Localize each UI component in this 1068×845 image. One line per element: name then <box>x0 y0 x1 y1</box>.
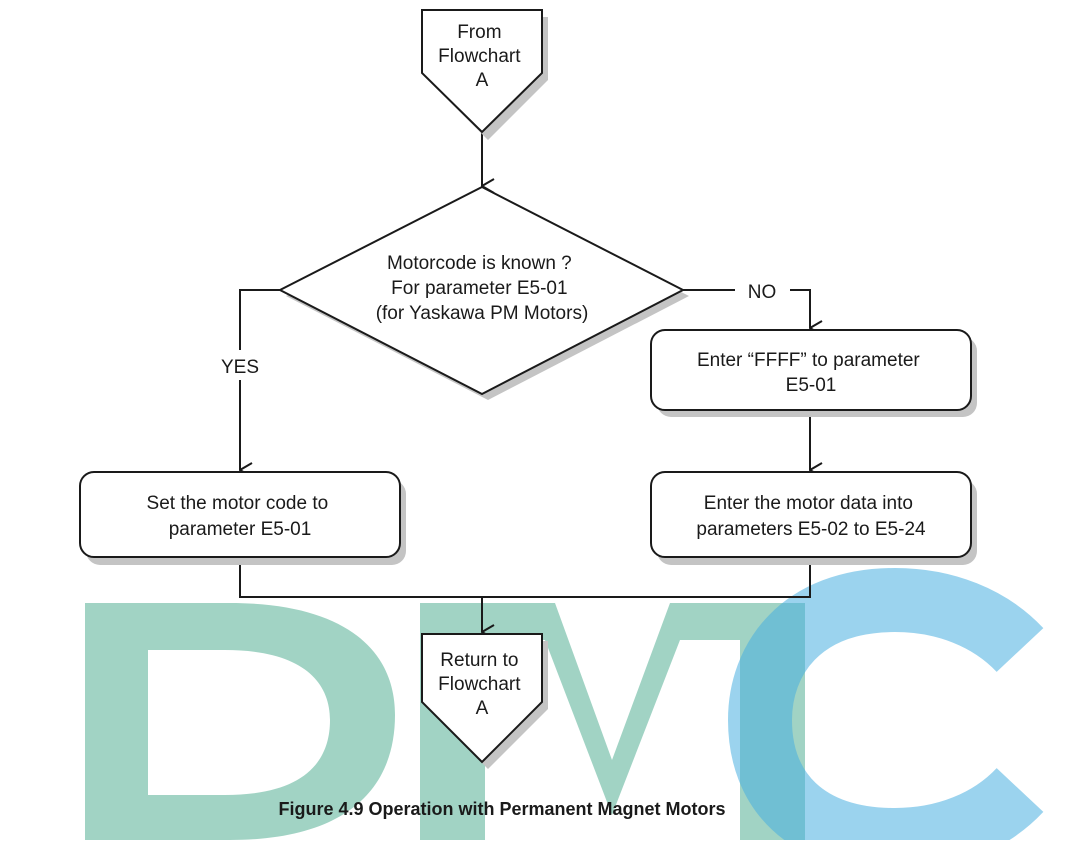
box-set-code-shape <box>79 471 401 558</box>
watermark-letter-d <box>85 603 395 840</box>
yes-label-bg <box>180 350 300 380</box>
end-line-3: A <box>476 698 489 719</box>
watermark-letter-c <box>727 567 1044 845</box>
start-connector-label: From Flowchart A <box>438 22 526 91</box>
process-box-ffff: Enter “FFFF” to parameter E5-01 <box>650 329 977 417</box>
start-line-2: Flowchart <box>438 46 521 67</box>
set-code-to-merge-line <box>239 557 482 598</box>
start-connector-shape <box>421 9 543 134</box>
box-ffff-label: Enter “FFFF” to parameter E5-01 <box>697 350 925 396</box>
box-ffff-line-1: Enter “FFFF” to parameter <box>697 350 920 371</box>
connector-lines <box>239 132 811 632</box>
end-connector: Return to Flowchart A <box>421 633 548 769</box>
start-connector: From Flowchart A <box>421 9 548 140</box>
box-ffff-shape <box>650 329 972 411</box>
end-connector-label: Return to Flowchart A <box>438 650 526 719</box>
process-box-motor-data: Enter the motor data into parameters E5-… <box>650 471 977 565</box>
box-motor-data-line-1: Enter the motor data into <box>704 493 913 514</box>
figure-caption: Figure 4.9 Operation with Permanent Magn… <box>278 799 725 819</box>
decision-node: Motorcode is known ? For parameter E5-01… <box>277 185 689 400</box>
start-line-3: A <box>476 70 489 91</box>
decision-label: Motorcode is known ? For parameter E5-01… <box>376 253 589 324</box>
dmc-watermark <box>85 567 1044 845</box>
box-ffff-line-2: E5-01 <box>786 375 837 396</box>
box-set-code-line-2: parameter E5-01 <box>169 519 312 540</box>
decision-line-3: (for Yaskawa PM Motors) <box>376 303 589 324</box>
yes-label: YES <box>221 357 259 378</box>
data-to-merge-line <box>482 557 811 598</box>
box-motor-data-label: Enter the motor data into parameters E5-… <box>696 493 926 540</box>
decision-line-2: For parameter E5-01 <box>391 278 567 299</box>
no-branch-line-2 <box>790 289 810 328</box>
yes-branch-line <box>239 289 280 470</box>
process-box-set-code: Set the motor code to parameter E5-01 <box>79 471 406 565</box>
no-label: NO <box>748 282 777 303</box>
box-motor-data-shape <box>650 471 972 558</box>
end-line-2: Flowchart <box>438 674 521 695</box>
decision-line-1: Motorcode is known ? <box>387 253 572 274</box>
start-line-1: From <box>457 22 501 43</box>
decision-shape <box>277 185 686 396</box>
box-set-code-label: Set the motor code to parameter E5-01 <box>147 493 334 540</box>
box-set-code-line-1: Set the motor code to <box>147 493 329 514</box>
end-line-1: Return to <box>440 650 518 671</box>
box-motor-data-line-2: parameters E5-02 to E5-24 <box>696 519 926 540</box>
end-connector-shape <box>421 633 543 764</box>
